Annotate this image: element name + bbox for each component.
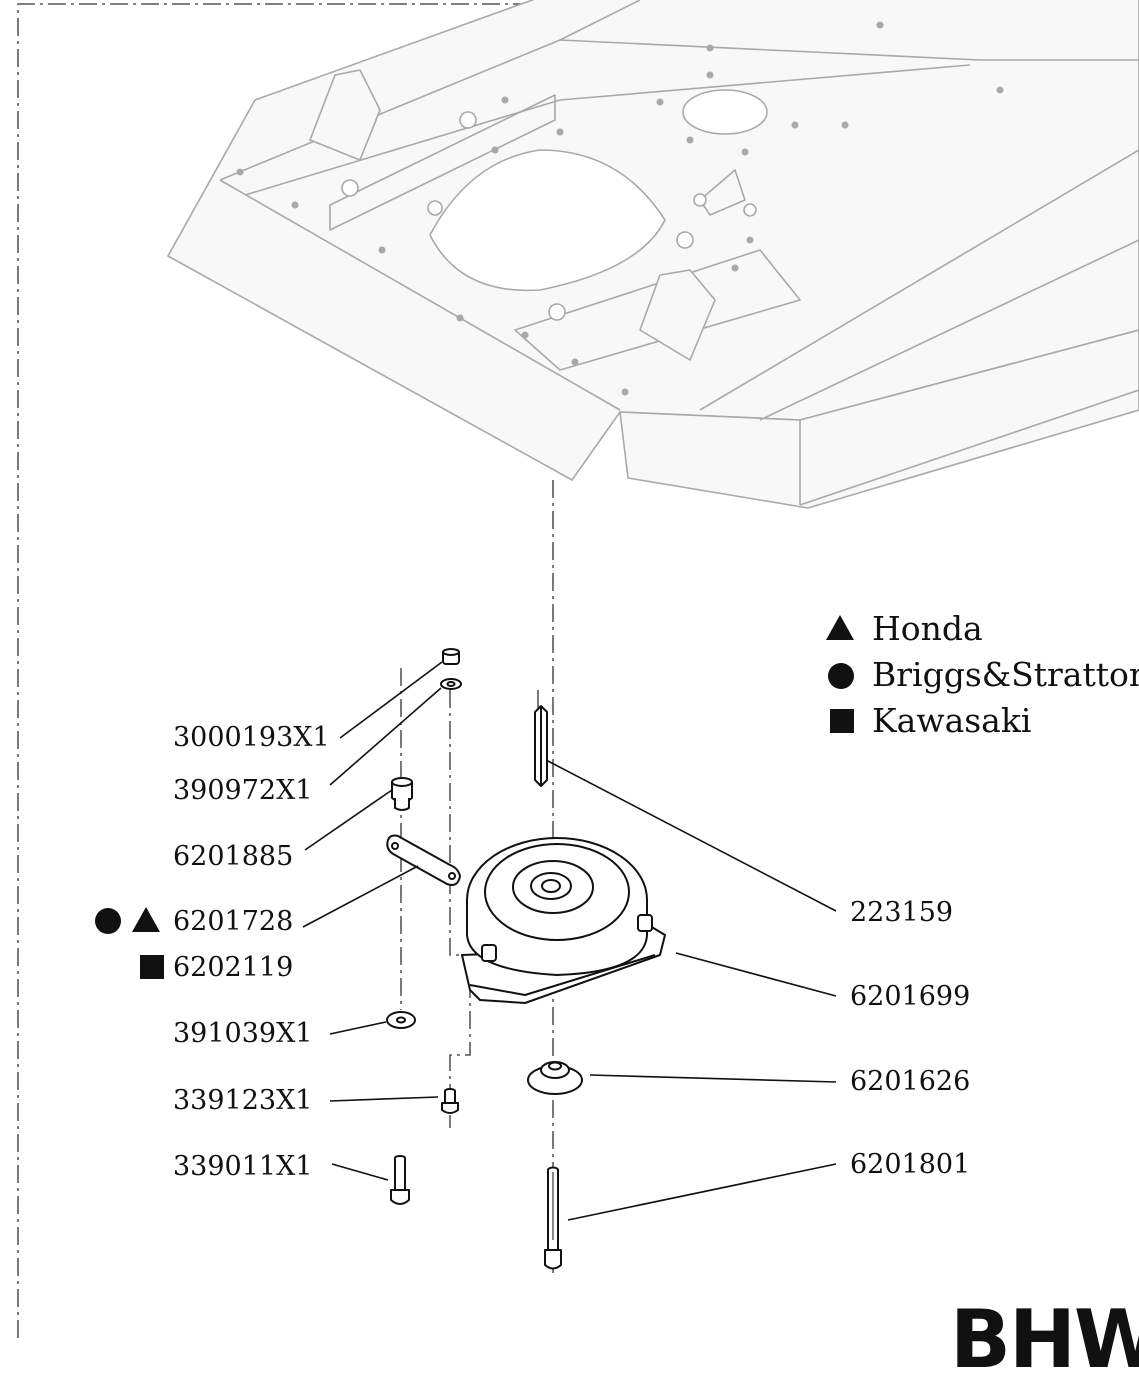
bolt-6201801	[544, 1166, 562, 1270]
spacer-6201885	[391, 777, 413, 811]
clutch-6201699	[461, 837, 666, 1004]
nut-3000193	[442, 648, 460, 665]
label-223159: 223159	[850, 897, 954, 928]
label-6201801: 6201801	[850, 1149, 971, 1180]
parts-art	[386, 648, 666, 1270]
square-symbol	[140, 955, 164, 979]
leader-lines	[302, 661, 837, 1221]
square-symbol	[830, 709, 854, 733]
washer-390972	[440, 678, 462, 690]
triangle-symbol	[132, 907, 160, 932]
key-223159	[534, 705, 548, 787]
circle-symbol	[95, 908, 121, 934]
legend-label-honda: Honda	[872, 609, 983, 648]
bracket-6201728	[386, 834, 461, 886]
legend-label-briggs: Briggs&Stratton	[872, 655, 1139, 694]
bolt-339123	[441, 1088, 459, 1114]
exploded-parts-diagram	[17, 0, 1139, 1338]
circle-symbol	[828, 663, 854, 689]
label-6201728: 6201728	[173, 906, 294, 937]
label-390972: 390972X1	[173, 775, 313, 806]
label-339123: 339123X1	[173, 1085, 313, 1116]
label-3000193: 3000193X1	[173, 722, 330, 753]
label-6202119: 6202119	[173, 952, 294, 983]
label-6201626: 6201626	[850, 1066, 971, 1097]
brand-logo: BHW	[950, 1293, 1139, 1386]
mower-deck	[167, 0, 1139, 509]
bushing-6201626	[527, 1061, 583, 1095]
bolt-339011	[390, 1155, 410, 1205]
label-6201885: 6201885	[173, 841, 294, 872]
label-6201699: 6201699	[850, 981, 971, 1012]
label-391039: 391039X1	[173, 1018, 313, 1049]
label-339011: 339011X1	[173, 1151, 313, 1182]
triangle-symbol	[826, 615, 854, 640]
washer-391039	[386, 1011, 416, 1029]
legend-label-kawasaki: Kawasaki	[872, 701, 1032, 740]
